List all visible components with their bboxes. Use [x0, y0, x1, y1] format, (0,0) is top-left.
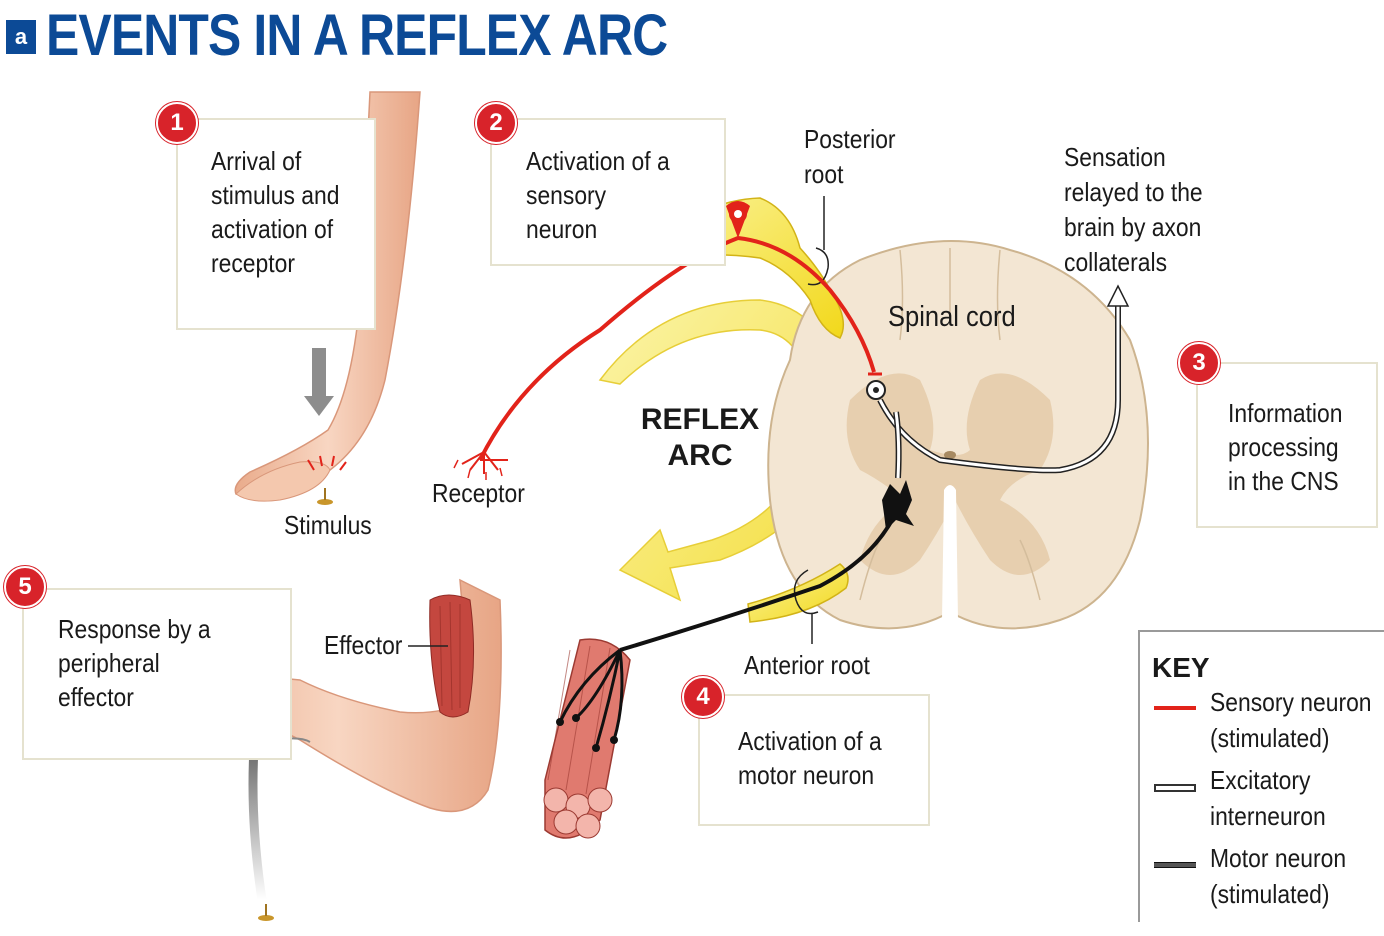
sensation-label: Sensation relayed to the brain by axon c…	[1064, 142, 1203, 277]
motor-endings	[558, 648, 624, 749]
key-item-motor-label: Motor neuron (stimulated)	[1210, 843, 1347, 909]
step-5-text: Response by a peripheral effector	[58, 614, 211, 712]
step-2-badge: 2	[475, 102, 517, 144]
motor-neuron-body	[882, 480, 914, 530]
anterior-root-label: Anterior root	[744, 650, 870, 680]
muscle-bundle	[543, 638, 631, 839]
step-3-badge: 3	[1178, 342, 1220, 384]
key-item-sensory-label: Sensory neuron (stimulated)	[1210, 687, 1372, 753]
motor-axon	[619, 519, 894, 652]
step-4-text: Activation of a motor neuron	[738, 726, 882, 790]
interneuron-swatch	[1154, 784, 1196, 792]
key-legend: KEY Sensory neuron (stimulated) Excitato…	[1138, 630, 1384, 922]
step-5-box: Response by a peripheral effector	[22, 588, 292, 760]
spinal-cord-label: Spinal cord	[888, 301, 1016, 333]
step-2-text: Activation of a sensory neuron	[526, 146, 670, 244]
step-4-box: Activation of a motor neuron	[698, 694, 930, 826]
motor-swatch	[1154, 862, 1196, 868]
key-title: KEY	[1152, 652, 1210, 683]
step-4-badge: 4	[682, 676, 724, 718]
step-2-box: Activation of a sensory neuron	[490, 118, 726, 266]
receptor-label: Receptor	[432, 478, 525, 508]
posterior-root-label: Posterior root	[804, 124, 896, 189]
page-title: EVENTS IN A REFLEX ARC	[46, 3, 668, 68]
step-1-box: Arrival of stimulus and activation of re…	[176, 118, 376, 330]
step-3-box: Information processing in the CNS	[1196, 362, 1378, 528]
reflex-arc-label: REFLEX ARC	[640, 403, 760, 472]
receptor-endings	[461, 451, 508, 474]
step-3-text: Information processing in the CNS	[1228, 398, 1343, 496]
step-5-badge: 5	[4, 566, 46, 608]
step-1-text: Arrival of stimulus and activation of re…	[211, 146, 340, 278]
stimulus-pin	[317, 499, 333, 505]
effector-label: Effector	[324, 630, 403, 660]
down-arrow	[304, 348, 334, 416]
key-item-interneuron-label: Excitatory interneuron	[1210, 765, 1326, 831]
up-arrow	[248, 747, 267, 901]
sensory-swatch	[1154, 706, 1196, 710]
step-1-badge: 1	[156, 102, 198, 144]
sensation-arrow-head	[1106, 284, 1130, 307]
stimulus-label: Stimulus	[284, 510, 372, 540]
hand-upper	[235, 461, 331, 502]
stimulus-rays	[307, 455, 347, 471]
panel-letter: a	[6, 20, 36, 54]
